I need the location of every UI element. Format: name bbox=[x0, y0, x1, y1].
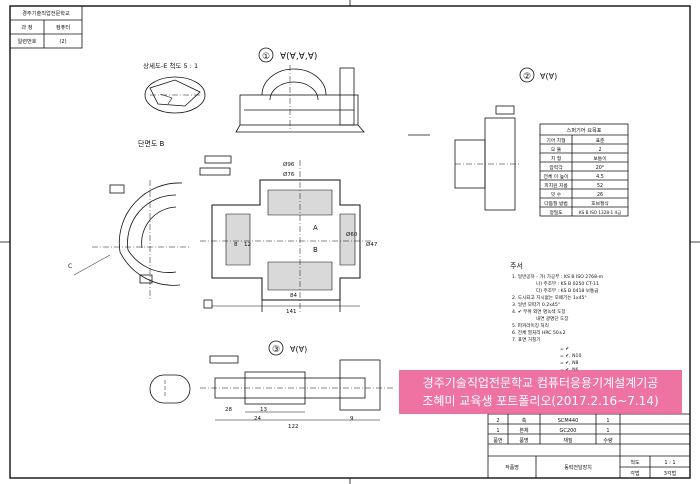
svg-text:3각법: 3각법 bbox=[664, 470, 676, 477]
dim-d5: 8 bbox=[234, 242, 238, 248]
svg-text:척도: 척도 bbox=[630, 459, 640, 466]
svg-text:나) 주조부 : KS B 0250 CT-11: 나) 주조부 : KS B 0250 CT-11 bbox=[536, 280, 599, 287]
svg-text:재질: 재질 bbox=[563, 437, 573, 444]
callout-1: ① ∀(∀,∀,∀) bbox=[258, 47, 317, 63]
svg-text:= ✔, N10: = ✔, N10 bbox=[560, 353, 581, 359]
svg-text:각법: 각법 bbox=[630, 470, 639, 477]
finish-symbols-2: ∀(∀) bbox=[540, 72, 557, 81]
svg-text:5. 파커라이징 처리: 5. 파커라이징 처리 bbox=[512, 322, 549, 329]
svg-text:2. 도시되고 지시없는 모떼기는 1x45°: 2. 도시되고 지시없는 모떼기는 1x45° bbox=[512, 294, 587, 301]
section-b-label: 단면도 B bbox=[138, 139, 165, 148]
bottom-title-block: 2 축 SCM440 1 1 본체 GC200 1 품번 품명 재질 수량 작품… bbox=[487, 413, 691, 479]
svg-text:3. 일반 모따기 0.2x45°: 3. 일반 모따기 0.2x45° bbox=[512, 301, 560, 308]
project-name: 동력전달장치 bbox=[564, 464, 592, 471]
svg-text:②: ② bbox=[523, 72, 531, 82]
svg-text:52: 52 bbox=[597, 183, 603, 189]
serial-label: 일련번호 bbox=[17, 37, 36, 45]
svg-text:호브절삭: 호브절삭 bbox=[591, 200, 609, 207]
dim-d2: Ø76 bbox=[283, 171, 295, 178]
svg-text:GC200: GC200 bbox=[560, 428, 577, 434]
svg-text:표준: 표준 bbox=[596, 138, 605, 144]
section-a-mark: A bbox=[313, 224, 318, 232]
callout-2: ② ∀(∀) bbox=[519, 67, 557, 83]
svg-text:1. 일반공차 - 가) 가공부 : KS B ISO 27: 1. 일반공차 - 가) 가공부 : KS B ISO 2768-m bbox=[512, 273, 604, 280]
svg-text:7. 표면 거칠기: 7. 표면 거칠기 bbox=[512, 336, 540, 343]
spur-gear-view bbox=[408, 105, 520, 211]
svg-text:축: 축 bbox=[522, 417, 527, 424]
dim-d6: 12 bbox=[244, 242, 251, 248]
svg-text:다듬질 방법: 다듬질 방법 bbox=[544, 200, 568, 207]
dim-d3: Ø60 bbox=[346, 231, 358, 238]
svg-text:4. ✔ 부위 외면 명녹색 도장: 4. ✔ 부위 외면 명녹색 도장 bbox=[512, 308, 566, 315]
svg-text:품명: 품명 bbox=[519, 437, 528, 444]
dim-d8: 141 bbox=[286, 309, 297, 315]
svg-text:①: ① bbox=[262, 52, 270, 62]
dim-d13: 9 bbox=[350, 416, 354, 422]
svg-text:6. 전체 열처리 HRC 50±2: 6. 전체 열처리 HRC 50±2 bbox=[512, 329, 566, 336]
caption-line-1: 경주기술직업전문학교 컴퓨터응용기계설계기공 bbox=[422, 376, 659, 390]
top-title-block: 경주기술직업전문학교 과 정 컴퓨터 일련번호 (2) bbox=[9, 5, 83, 49]
svg-text:기어 치형: 기어 치형 bbox=[546, 137, 565, 144]
svg-text:1 : 1: 1 : 1 bbox=[664, 460, 675, 466]
svg-text:피치원 지름: 피치원 지름 bbox=[544, 182, 568, 189]
notes-block: 주서 1. 일반공차 - 가) 가공부 : KS B ISO 2768-m 나)… bbox=[510, 261, 604, 373]
svg-text:보통이: 보통이 bbox=[593, 155, 606, 162]
svg-text:= ✔, N8: = ✔, N8 bbox=[560, 360, 579, 366]
course-label: 과 정 bbox=[21, 23, 32, 31]
svg-text:수량: 수량 bbox=[603, 437, 613, 444]
svg-text:전체 이 높이: 전체 이 높이 bbox=[543, 173, 568, 180]
svg-text:SCM440: SCM440 bbox=[558, 418, 579, 424]
svg-text:압력각: 압력각 bbox=[549, 164, 563, 171]
svg-text:1: 1 bbox=[496, 428, 499, 434]
gear-table-title: 스퍼기어 요목표 bbox=[566, 126, 601, 134]
spur-gear-table: 스퍼기어 요목표 기어 치형 표준 모 듈 2 치 형 보통이 압력각 20° … bbox=[539, 123, 629, 217]
body-top-view bbox=[235, 65, 365, 133]
detail-view-e: 상세도-E 척도 5 : 1 bbox=[143, 61, 206, 114]
svg-text:KS B ISO 1328-1 4급: KS B ISO 1328-1 4급 bbox=[579, 210, 621, 215]
svg-text:C: C bbox=[68, 263, 72, 270]
svg-text:품번: 품번 bbox=[493, 437, 503, 444]
svg-text:4.5: 4.5 bbox=[596, 174, 604, 180]
caption-line-2: 조혜미 교육생 포트폴리오(2017.2.16~7.14) bbox=[422, 394, 659, 408]
section-b-view: 단면도 B C bbox=[68, 139, 190, 300]
svg-text:잇 수: 잇 수 bbox=[551, 191, 562, 198]
dim-d12: 24 bbox=[254, 416, 261, 422]
school-name: 경주기술직업전문학교 bbox=[22, 9, 70, 17]
serial-value: (2) bbox=[59, 39, 66, 45]
section-b-mark: B bbox=[313, 246, 318, 254]
svg-text:2: 2 bbox=[496, 418, 499, 424]
svg-text:내면 광명단 도장: 내면 광명단 도장 bbox=[536, 315, 569, 322]
dim-d4: Ø47 bbox=[366, 241, 378, 248]
dim-d10: 13 bbox=[260, 407, 267, 413]
dim-d11: 122 bbox=[288, 424, 299, 430]
course-value: 컴퓨터 bbox=[56, 23, 71, 31]
svg-text:= ✔: = ✔ bbox=[560, 347, 569, 352]
svg-text:본체: 본체 bbox=[519, 427, 529, 434]
svg-text:③: ③ bbox=[272, 345, 280, 355]
dim-d9: 28 bbox=[225, 407, 232, 413]
svg-text:치 형: 치 형 bbox=[551, 155, 561, 162]
finish-symbols-1: ∀(∀,∀,∀) bbox=[280, 52, 317, 62]
svg-text:20°: 20° bbox=[596, 165, 605, 171]
svg-text:2: 2 bbox=[598, 147, 601, 153]
detail-e-label: 상세도-E 척도 5 : 1 bbox=[143, 61, 198, 70]
shaft-view: 28 13 122 24 9 bbox=[149, 355, 395, 430]
svg-text:1: 1 bbox=[606, 418, 609, 424]
main-section-view: Ø96 Ø76 Ø60 Ø47 8 12 84 141 A B bbox=[199, 155, 378, 315]
callout-3: ③ ∀(∀) bbox=[268, 340, 307, 356]
svg-text:다) 주조부 : KS B 0418 보통급: 다) 주조부 : KS B 0418 보통급 bbox=[536, 287, 598, 294]
svg-text:모 듈: 모 듈 bbox=[551, 147, 562, 153]
dim-d7: 84 bbox=[290, 293, 297, 299]
svg-text:정밀도: 정밀도 bbox=[549, 209, 563, 216]
notes-heading: 주서 bbox=[510, 261, 523, 270]
svg-text:26: 26 bbox=[597, 192, 603, 198]
portfolio-caption: 경주기술직업전문학교 컴퓨터응용기계설계기공 조혜미 교육생 포트폴리오(201… bbox=[399, 370, 682, 414]
dim-d1: Ø96 bbox=[283, 161, 295, 168]
svg-text:1: 1 bbox=[606, 428, 609, 434]
finish-symbols-3: ∀(∀) bbox=[290, 345, 307, 354]
svg-text:작품명: 작품명 bbox=[505, 464, 519, 471]
